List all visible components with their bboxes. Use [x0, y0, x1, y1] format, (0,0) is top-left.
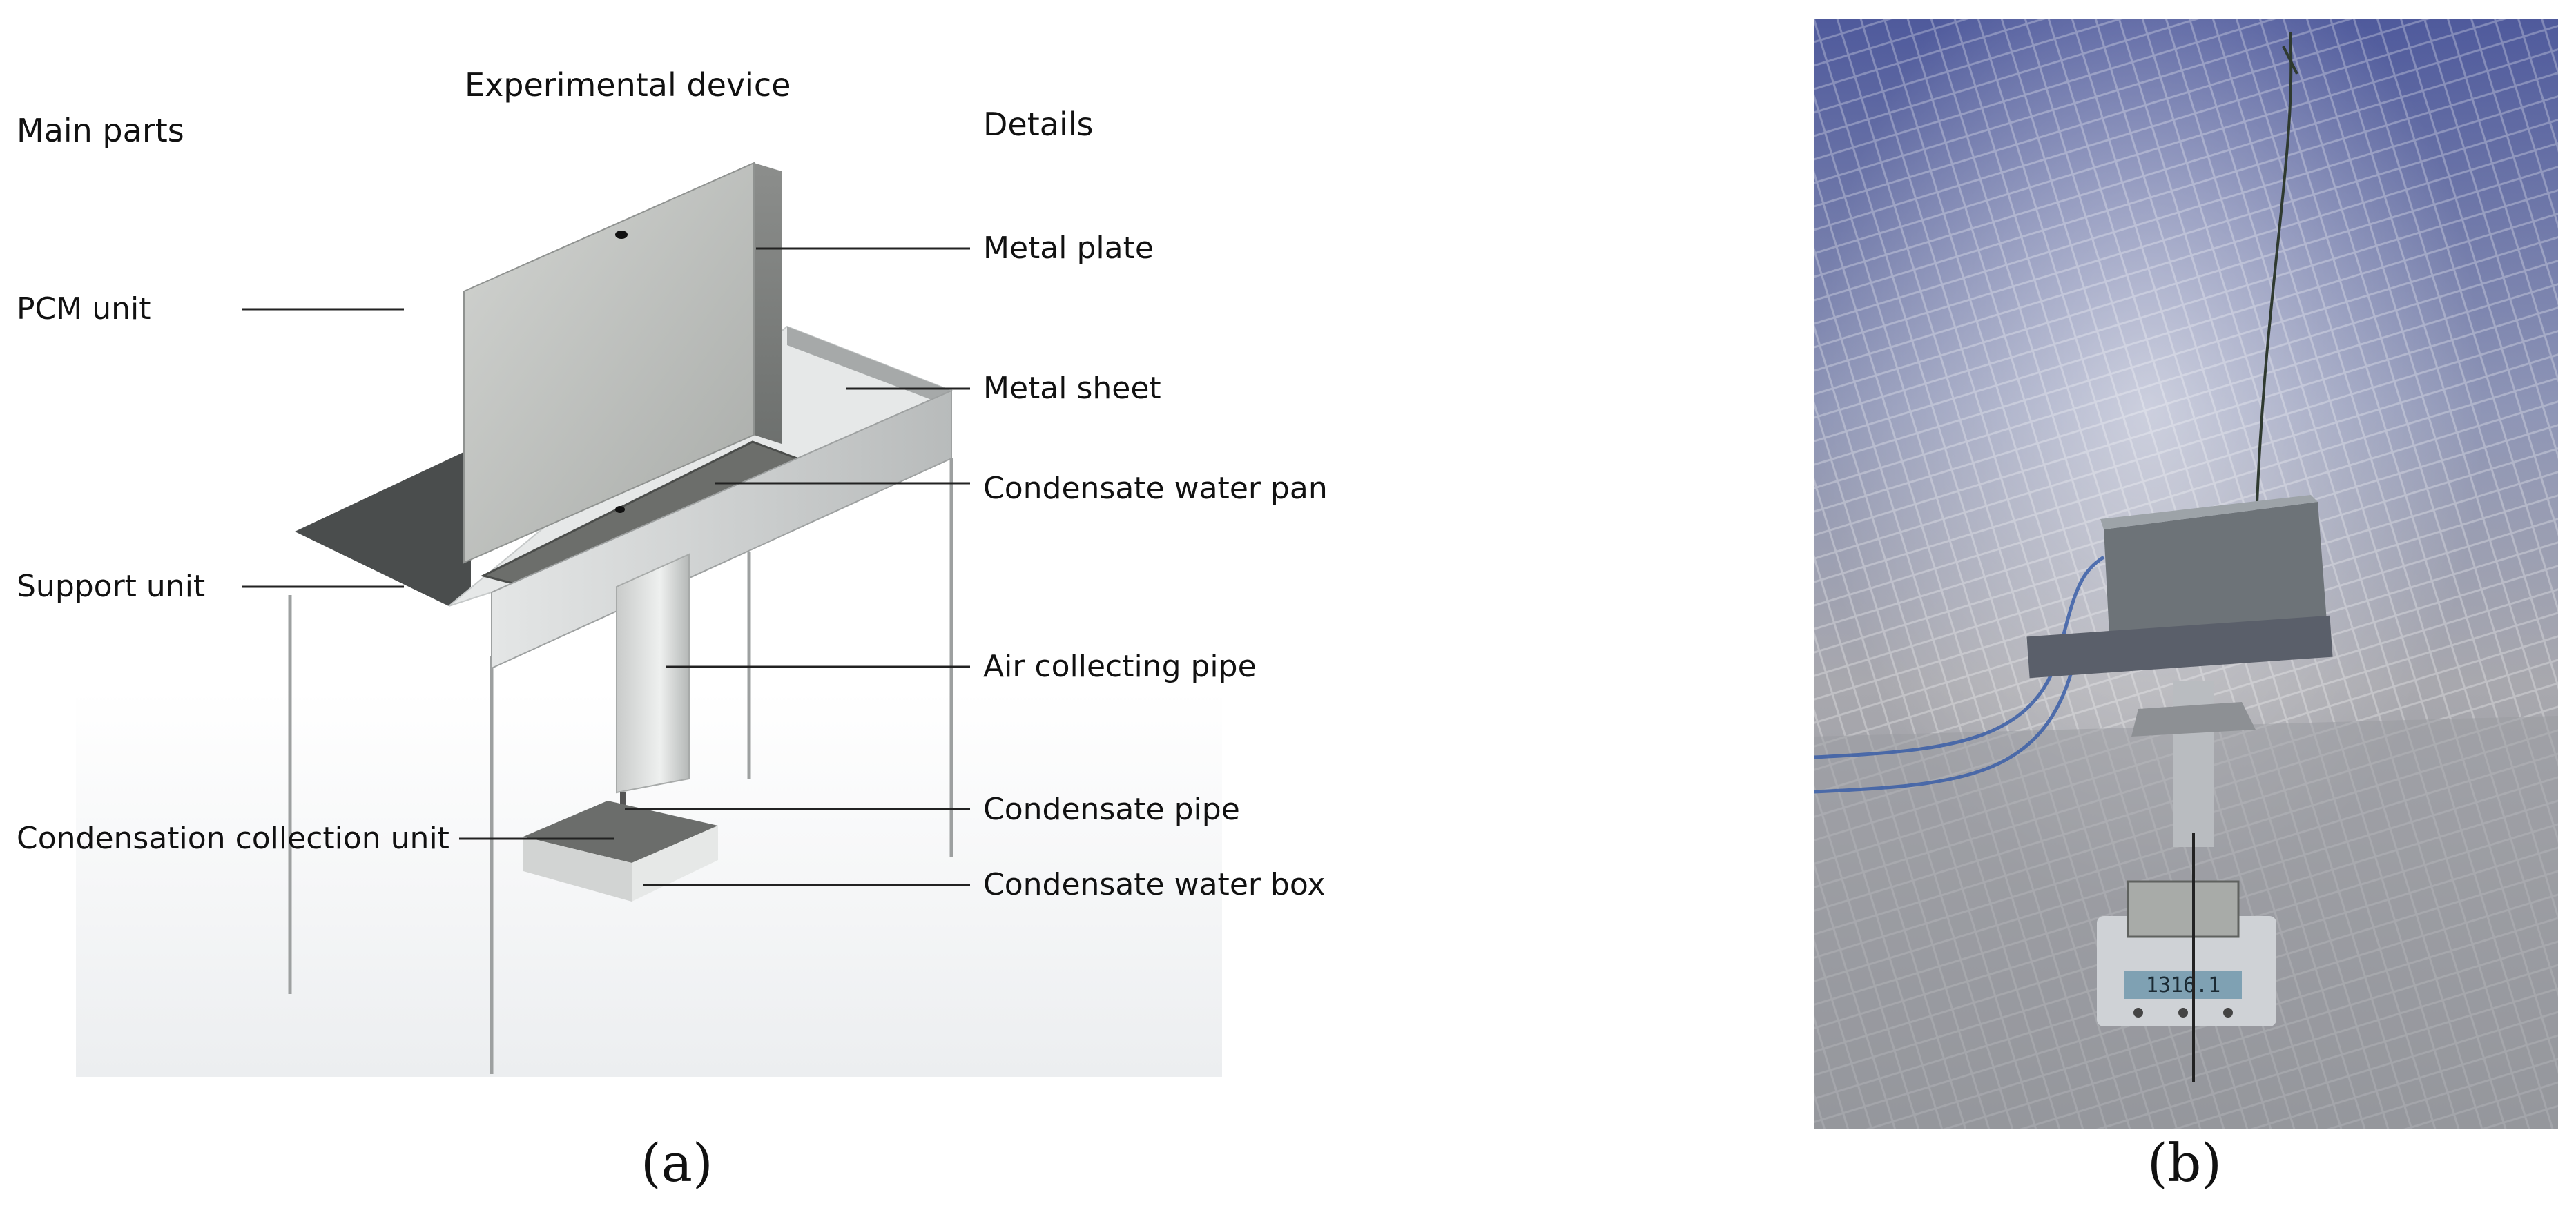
caption-b: (b)	[2147, 1132, 2222, 1194]
metal-sheet-dark-flap	[295, 449, 471, 606]
label-condensate-water-box: Condensate water box	[983, 867, 1326, 902]
support-legs	[288, 458, 953, 1074]
condensate-water-box-top	[523, 801, 718, 863]
metal-plate-front	[463, 162, 755, 564]
main-parts-header: Main parts	[17, 112, 184, 149]
support-tray-back-rim	[787, 327, 951, 407]
label-condensate-water-pan: Condensate water pan	[983, 471, 1328, 506]
label-condensate-pipe: Condensate pipe	[983, 792, 1240, 827]
experimental-device-diagram	[76, 162, 1222, 1077]
experimental-device-header: Experimental device	[465, 66, 791, 104]
label-condensation-collection-unit: Condensation collection unit	[17, 821, 449, 856]
air-collecting-pipe	[616, 553, 690, 794]
metal-plate-side	[754, 163, 782, 444]
detail-leader-lines	[625, 247, 970, 886]
label-support-unit: Support unit	[17, 569, 206, 604]
label-pcm-unit: PCM unit	[17, 291, 151, 327]
label-metal-sheet: Metal sheet	[983, 371, 1161, 406]
condensate-water-box-left	[523, 837, 632, 902]
details-header: Details	[983, 106, 1094, 143]
experimental-setup-photo: 1316.1	[1814, 19, 2558, 1129]
pan-hole	[615, 506, 625, 513]
caption-a: (a)	[641, 1132, 713, 1194]
scale-readout: 1316.1	[2146, 973, 2220, 997]
label-air-collecting-pipe: Air collecting pipe	[983, 649, 1257, 684]
support-tray-front	[491, 389, 952, 670]
label-metal-plate: Metal plate	[983, 231, 1154, 266]
condensate-water-box-right	[632, 826, 718, 902]
main-part-leader-lines	[242, 308, 614, 840]
sensor-hole	[615, 231, 628, 239]
